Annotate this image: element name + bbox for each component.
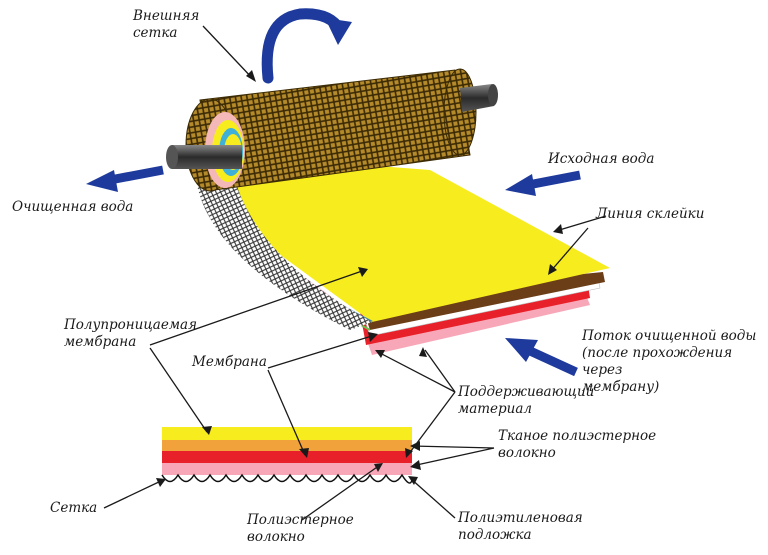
- label-membrane: Мембрана: [192, 354, 267, 370]
- label-woven-polyester: Тканое полиэстерное волокно: [498, 428, 657, 461]
- sheet-brown: [210, 186, 605, 330]
- sheet-yellow-top: [220, 155, 610, 322]
- label-permeate-flow: Поток очищенной воды (после прохождения …: [582, 328, 757, 395]
- label-support-material: Поддерживающий материал: [458, 384, 595, 417]
- curved-rotation-arrow-icon: [261, 8, 352, 84]
- flow-arrow-icon: [505, 170, 581, 196]
- label-glue-line: Линия склейки: [596, 206, 705, 222]
- label-clean-water: Очищенная вода: [12, 199, 134, 215]
- core-tube: [166, 84, 498, 169]
- label-polyester-fiber: Полиэстерное волокно: [247, 512, 354, 545]
- leader-arrowheads: [156, 70, 563, 487]
- label-mesh: Сетка: [50, 500, 98, 516]
- flow-arrow-icon: [86, 165, 164, 192]
- mesh-wrap: [195, 168, 372, 330]
- leader-lines: [103, 25, 607, 521]
- cross-section: [161, 427, 413, 484]
- label-feed-water: Исходная вода: [548, 151, 655, 167]
- label-polyethylene-backing: Полиэтиленовая подложка: [458, 510, 583, 543]
- flow-arrow-icon: [505, 338, 578, 377]
- label-semipermeable-membrane: Полупроницаемая мембрана: [64, 317, 198, 350]
- label-outer-mesh: Внешняя сетка: [133, 8, 200, 41]
